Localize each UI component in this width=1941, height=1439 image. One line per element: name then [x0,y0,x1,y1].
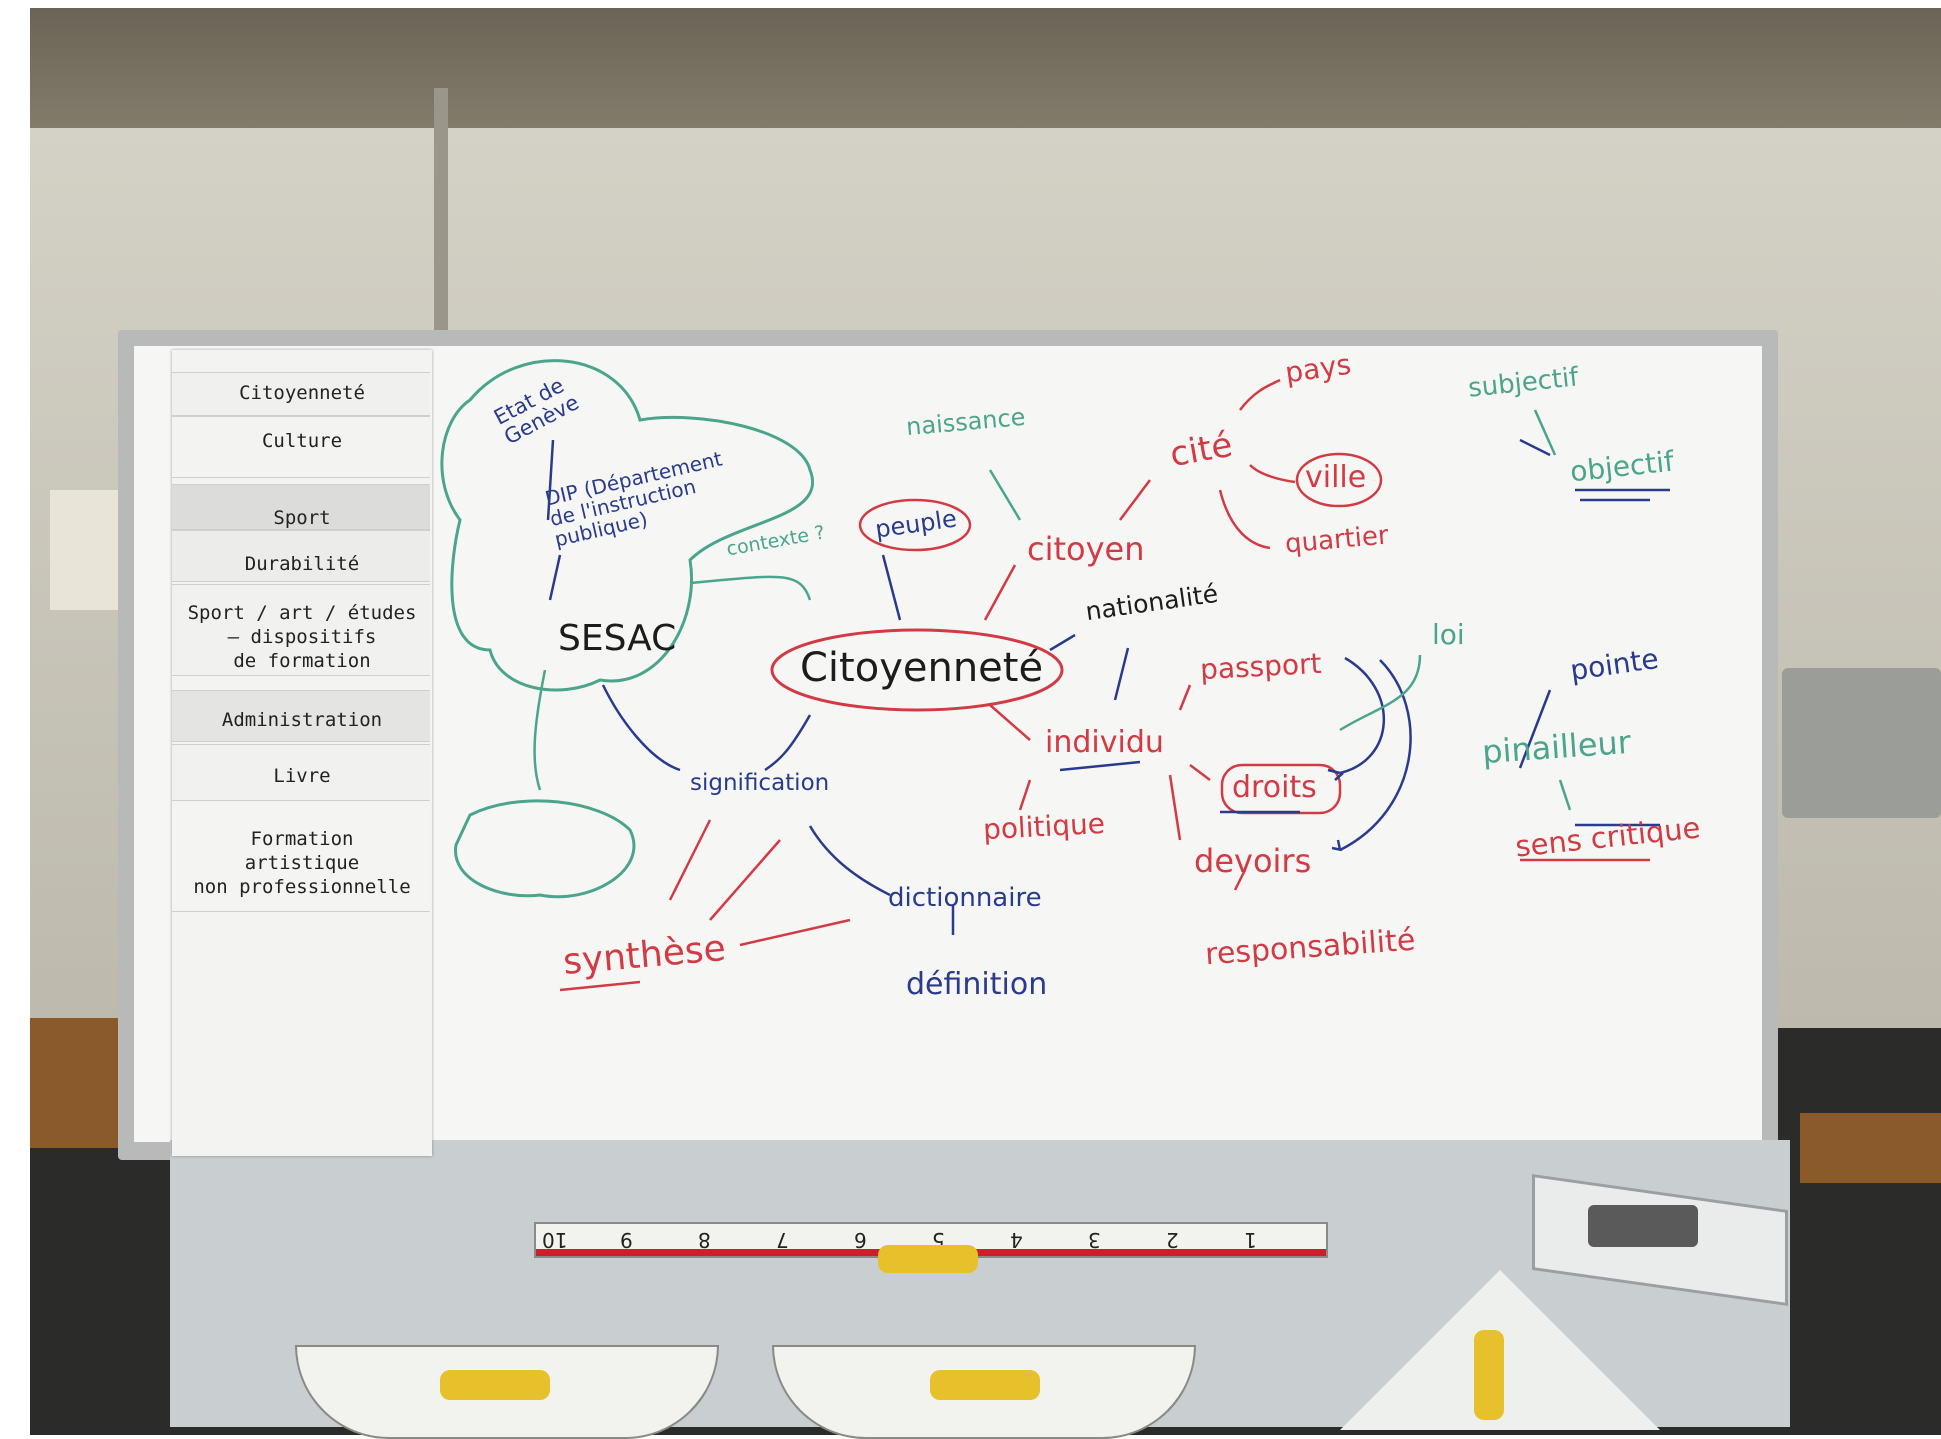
label-devoirs: devoirs [1194,842,1312,880]
peuple-bubble [858,498,972,552]
protractor-clip-left [440,1370,550,1400]
lab-machine [1782,668,1941,818]
sidebar-tab-culture[interactable]: Culture [261,430,343,452]
protractor-clip-right [930,1370,1040,1400]
sidebar-tab-durabilite[interactable]: Durabilité [244,553,360,575]
label-individu: individu [1045,725,1164,760]
sidebar-tab-sport[interactable]: Sport [273,507,331,529]
red-links [559,378,1650,992]
label-center-citoyennete: Citoyenneté [800,645,1044,691]
sidebar-tab-sport-art-etudes[interactable]: Sport / art / études – dispositifs de fo… [187,602,417,672]
label-citoyen: citoyen [1027,530,1145,568]
label-politique: politique [982,806,1106,847]
green-cloud-small [454,799,636,899]
label-passport: passport [1199,646,1323,687]
ruler-clip [878,1245,978,1273]
green-links [988,409,1572,811]
sidebar-tab-citoyennete[interactable]: Citoyenneté [239,382,365,404]
label-droits: droits [1232,770,1317,805]
desk-right [1800,1113,1941,1183]
set-square-clip [1474,1330,1504,1420]
sidebar-tab-administration[interactable]: Administration [221,709,383,731]
label-definition: définition [906,967,1048,1002]
green-cloud-large [440,359,814,692]
label-ville: ville [1305,460,1367,495]
label-loi: loi [1432,618,1465,651]
label-dictionnaire: dictionnaire [888,883,1042,913]
sidebar-tab-formation-artistique[interactable]: Formation artistique non professionnelle [193,828,411,898]
label-sesac: SESAC [558,618,677,659]
center-bubble [770,628,1064,712]
sidebar-tab-livre[interactable]: Livre [273,765,331,787]
ville-bubble [1295,452,1383,508]
board-eraser [1588,1205,1698,1247]
label-signification: signification [690,770,830,796]
blue-links [546,438,1670,935]
ceiling [30,8,1941,138]
wall-pipe [434,88,448,338]
